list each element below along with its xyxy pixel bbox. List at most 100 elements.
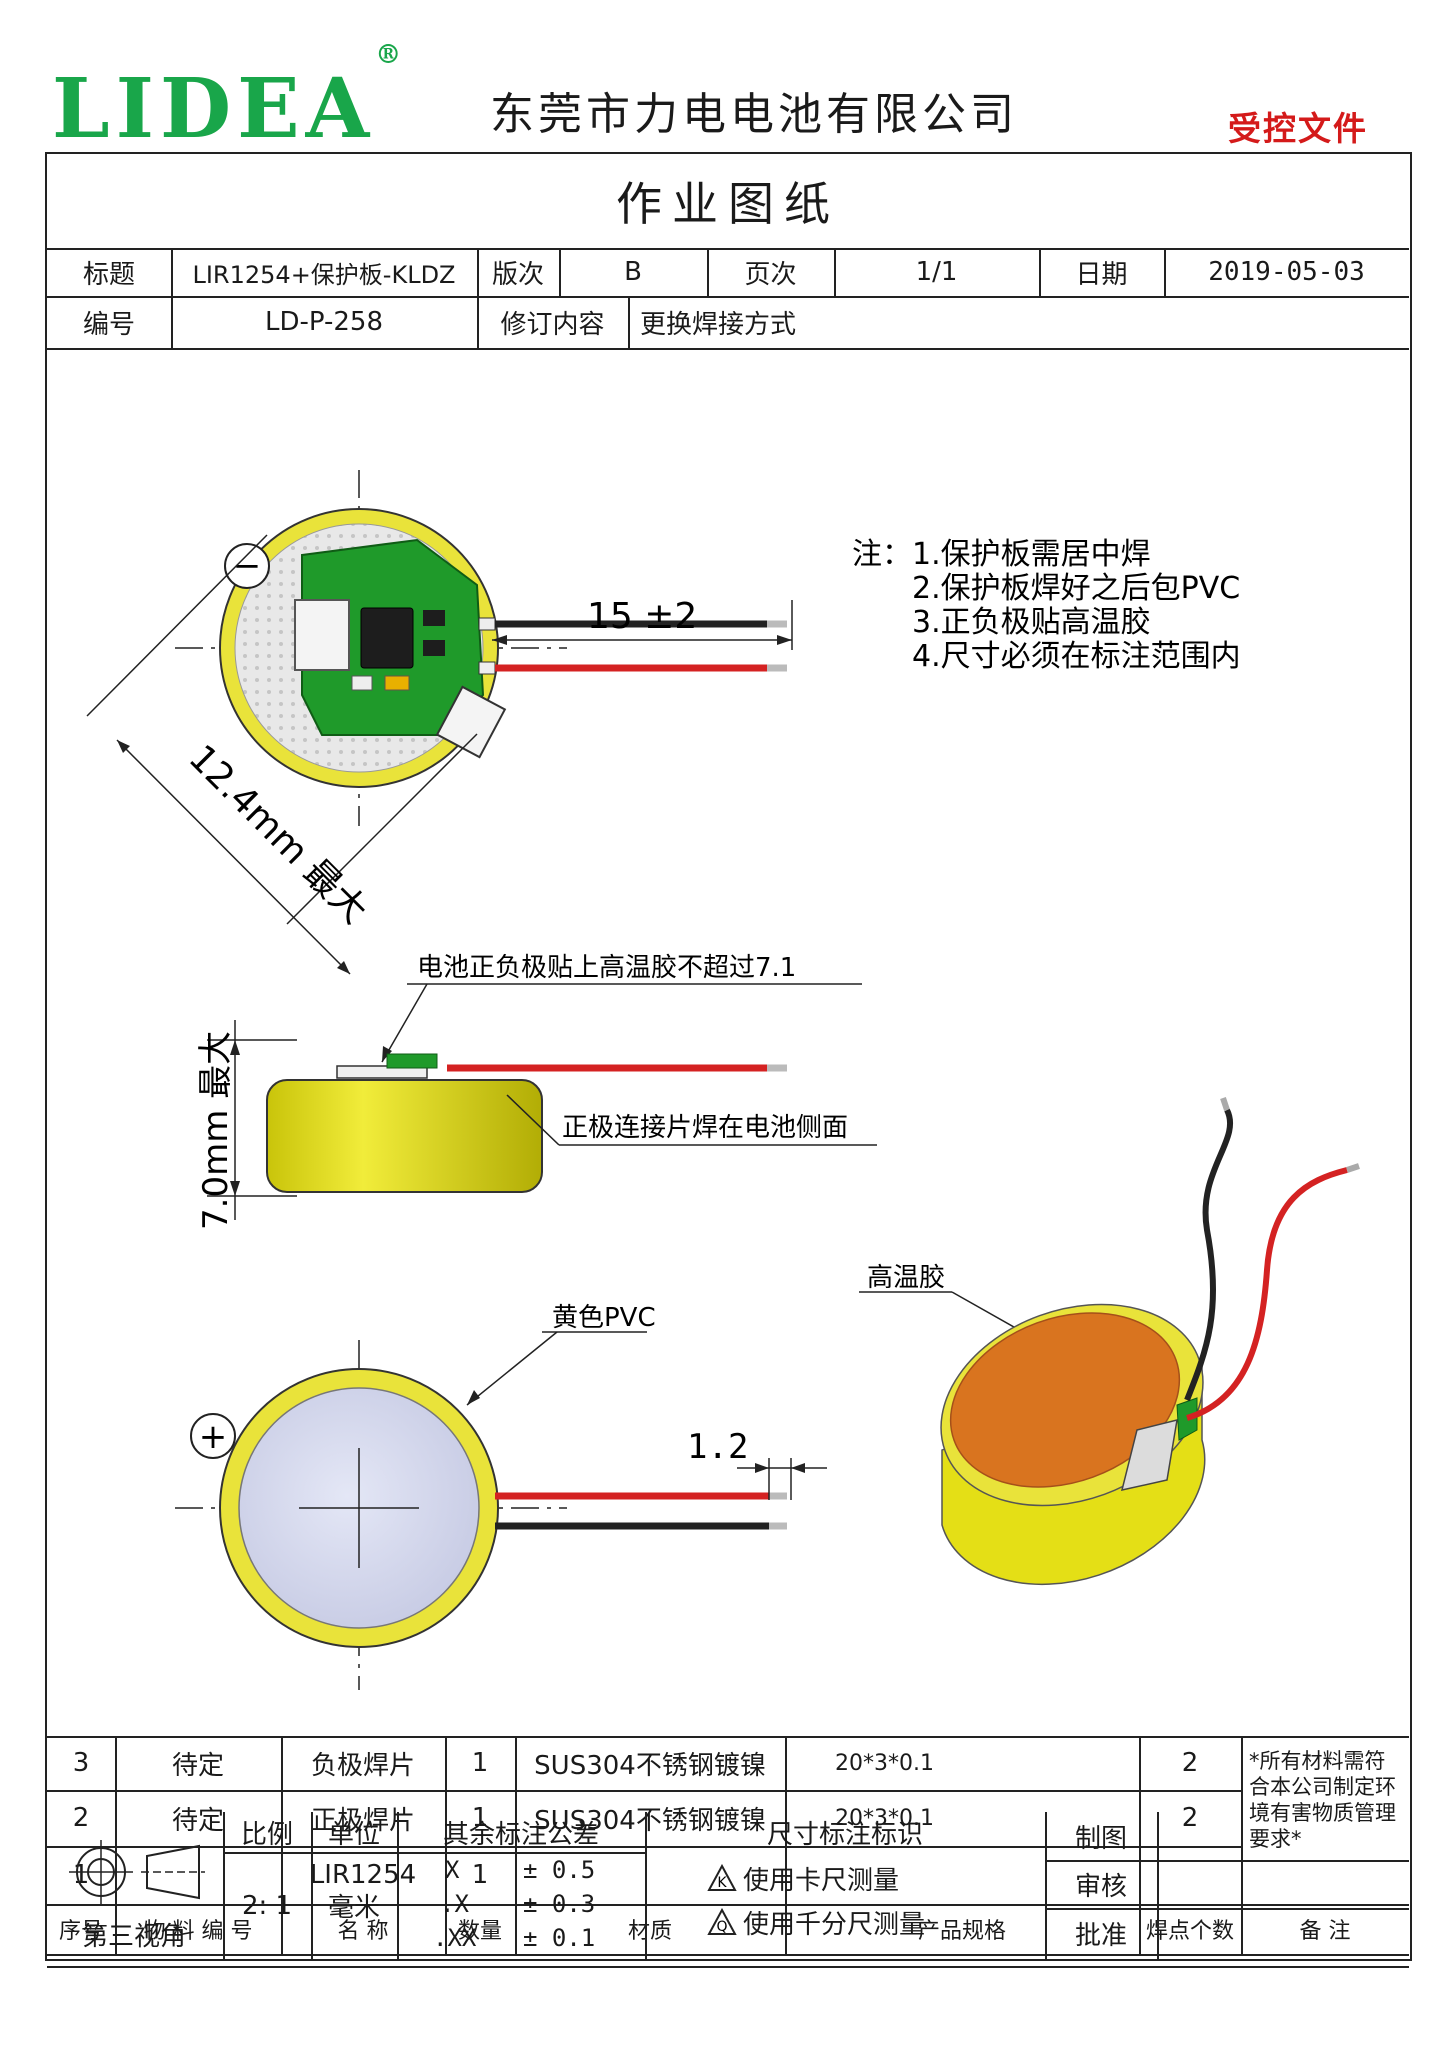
divider: [47, 348, 1409, 350]
bom-header-no: 序号: [58, 1919, 103, 1944]
tolerance-label: 其余标注公差: [442, 1819, 599, 1850]
divider: [223, 1852, 645, 1854]
note-item: 1.保护板需居中焊: [912, 537, 1151, 572]
high-temp-tape: [949, 1312, 1181, 1488]
leader-line: [506, 1094, 560, 1146]
protection-board: [386, 1053, 438, 1069]
divider: [1045, 1908, 1409, 1910]
divider: [47, 1954, 1409, 1956]
page-label: 页次: [744, 259, 797, 290]
top-view: − 15 ±2 12.4mm 最大: [86, 470, 793, 975]
divider: [47, 1904, 1409, 1906]
bom-spec: 20*3*0.1: [835, 1750, 934, 1776]
tolerance-key: X: [445, 1856, 460, 1884]
divider: [445, 1736, 447, 1954]
controlled-document-stamp: 受控文件: [1228, 109, 1368, 148]
extension-line: [286, 733, 478, 925]
divider: [559, 248, 561, 296]
dimension-id-label: 尺寸标注标识: [766, 1819, 923, 1850]
leader-line: [466, 1331, 558, 1406]
dimension-arrow: [492, 635, 507, 645]
dimension-arrow: [755, 1463, 769, 1473]
caliper-icon-letter: K: [717, 1875, 727, 1891]
divider: [1139, 1736, 1141, 1954]
notes: 注： 1.保护板需居中焊 2.保护板焊好之后包PVC 3.正负极贴高温胶 4.尺…: [852, 537, 1241, 674]
divider: [834, 248, 836, 296]
diameter-dimension-line: [116, 739, 351, 975]
tolerance-value: ± 0.5: [523, 1856, 596, 1884]
date-value: 2019-05-03: [1208, 257, 1365, 287]
positive-tab-callout: 正极连接片焊在电池侧面: [562, 1113, 848, 1143]
negative-tab: [1120, 1418, 1178, 1491]
caliper-triangle-icon: K: [707, 1864, 737, 1891]
title-value: LIR1254+保护板-KLDZ: [192, 260, 456, 289]
note-item: 2.保护板焊好之后包PVC: [912, 571, 1240, 606]
company-name: 东莞市力电电池有限公司: [490, 89, 1018, 140]
divider: [1045, 1860, 1409, 1862]
divider: [628, 296, 630, 348]
unit-value: 毫米: [327, 1893, 380, 1923]
tolerance-key: .X: [440, 1890, 469, 1918]
logo-text: LIDEA: [52, 61, 376, 157]
technical-drawing: − 15 ±2 12.4mm 最大 注： 1.保护板需居中焊 2.保护板焊好之后…: [86, 470, 1360, 1690]
tolerance-value: ± 0.1: [523, 1924, 596, 1952]
bom-header-remark: 备 注: [1299, 1919, 1351, 1944]
divider: [1157, 1812, 1159, 1959]
divider: [311, 1812, 313, 1959]
divider: [1164, 248, 1166, 296]
footer-title-block: 第三视角 比例 2: 1 单位 毫米 其余标注公差 X ± 0.5 .X ± 0…: [45, 1812, 1412, 1961]
number-value: LD-P-258: [264, 307, 383, 337]
revision-value: 更换焊接方式: [640, 309, 797, 340]
note-item: 3.正负极贴高温胶: [912, 605, 1151, 640]
date-label: 日期: [1075, 259, 1128, 290]
leader-line: [381, 983, 428, 1063]
divider: [1039, 248, 1041, 296]
dimension-arrow: [777, 635, 792, 645]
extension-line: [86, 534, 268, 717]
tolerance-key: .XX: [433, 1924, 477, 1952]
scale-value: 2: 1: [241, 1890, 293, 1921]
bom-header-spec: 产品规格: [917, 1919, 1006, 1944]
number-label: 编号: [82, 309, 135, 340]
plus-symbol-label: +: [199, 1417, 228, 1457]
divider: [515, 1736, 517, 1954]
micrometer-icon-letter: Q: [716, 1919, 727, 1935]
tab-dimension: 1.2: [687, 1427, 748, 1467]
bom-name: 负极焊片: [310, 1750, 415, 1781]
isometric-view: 高温胶: [859, 1097, 1360, 1586]
black-wire: [1184, 1108, 1234, 1402]
solder-pad: [478, 661, 496, 675]
drawn-label: 制图: [1074, 1823, 1127, 1854]
dimension-arrow: [791, 1463, 805, 1473]
bom-no: 3: [72, 1748, 90, 1778]
page-value: 1/1: [915, 257, 958, 287]
divider: [645, 1812, 647, 1959]
tape-limit-callout: 电池正负极贴上高温胶不超过7.1: [417, 953, 796, 983]
divider: [707, 248, 709, 296]
version-value: B: [624, 257, 642, 287]
divider: [115, 1736, 117, 1954]
height-dimension: 7.0mm 最大: [196, 1031, 236, 1230]
note-item: 4.尺寸必须在标注范围内: [912, 639, 1241, 674]
caliper-note: 使用卡尺测量: [743, 1866, 900, 1896]
bom-header-qty: 数量: [457, 1919, 502, 1944]
micrometer-triangle-icon: Q: [707, 1908, 737, 1935]
divider: [281, 1736, 283, 1954]
bom-header-points: 焊点个数: [1145, 1919, 1234, 1944]
plus-symbol: [190, 1413, 236, 1459]
micrometer-note: 使用千分尺测量: [743, 1910, 926, 1940]
approve-label: 批准: [1074, 1920, 1127, 1951]
drawing-frame: 作业图纸 标题 LIR1254+保护板-KLDZ 版次 B 页次 1/1 日期 …: [45, 152, 1412, 1968]
wire-length-dimension: 15 ±2: [587, 596, 697, 637]
battery-side-body: [266, 1079, 543, 1193]
bom-spec: 20*3*0.1: [835, 1805, 934, 1831]
protection-ic: [360, 607, 414, 669]
divider: [785, 1736, 787, 1954]
divider: [397, 1812, 399, 1959]
divider: [47, 296, 1409, 298]
check-label: 审核: [1074, 1871, 1127, 1902]
bom-header-name: 名 称: [337, 1919, 389, 1944]
pvc-callout: 黄色PVC: [552, 1303, 656, 1333]
bom-remark: *所有材料需符合本公司制定环境有害物质管理要求*: [1249, 1749, 1396, 1851]
solder-pad: [478, 617, 496, 631]
